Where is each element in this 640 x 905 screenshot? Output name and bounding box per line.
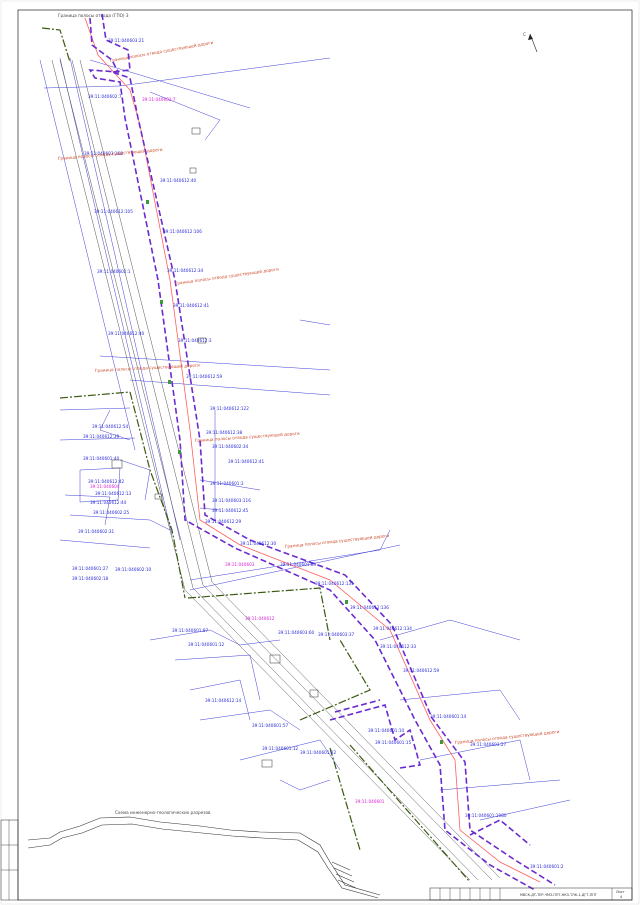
parcel-label: 39:11:040612:13: [95, 491, 132, 496]
quarter-label: 39:11:040602:7: [142, 97, 176, 102]
parcel-label: 39:11:040612:39: [83, 434, 120, 439]
quarter-label: 39:11:040604: [90, 484, 120, 489]
parcel-label: 39:11:040612:34: [167, 268, 204, 273]
parcel-label: 39:11:040601:3: [210, 481, 244, 486]
header-note: Граница полосы отвода существующей дорог…: [109, 40, 214, 63]
parcel-label: 39:11:040612:122: [210, 406, 249, 411]
parcel-label: 39:11:040601:57: [252, 723, 289, 728]
parcel-label: 39:11:040602:7: [88, 94, 122, 99]
parcel-label: 39:11:040602:31: [78, 529, 115, 534]
parcel-label: 39:11:040602:25: [93, 510, 130, 515]
parcel-label: 39:11:040601:15: [375, 740, 412, 745]
parcel-label: 39:11:040612:3: [178, 338, 212, 343]
title-block: МВСК-ДТ-ТЕР-ЧМЗ-ППТ-НКЗ-ТЛК-1-ДГТ-ППТ Ли…: [429, 887, 633, 901]
parcel-label: 39:11:040612:42: [88, 479, 125, 484]
parcel-label: 39:11:040612:45: [212, 508, 249, 513]
parcel-label: 39:11:040612:38: [206, 430, 243, 435]
parcel-label: 39:11:040603:116: [212, 498, 251, 503]
quarter-label: 39:11:040603: [225, 562, 255, 567]
parcel-label: 39:11:040612:59: [403, 668, 440, 673]
top-header: Граница полосы отвода (ГПО) 3: [58, 13, 129, 18]
quarter-label: 39:11:040612: [245, 616, 275, 621]
parcel-label: 39:11:040601:10: [368, 728, 405, 733]
parcel-label: 39:11:040601:22: [300, 750, 337, 755]
parcel-label: 39:11:040612:105: [94, 209, 133, 214]
parcel-label: 39:11:040612:40: [108, 331, 145, 336]
parcel-label: 39:11:040612:136: [350, 605, 389, 610]
parcel-label: 39:11:040612:40: [160, 178, 197, 183]
boundary-note: Граница полосы отвода существующей дорог…: [95, 362, 200, 373]
road-corridor: [51, 59, 501, 881]
sheet-number: 4: [620, 895, 622, 899]
parcel-label: 39:11:040602:1: [97, 269, 131, 274]
parcel-label: 39:11:040612:135: [315, 581, 354, 586]
parcel-label: 39:11:040601:89: [280, 562, 317, 567]
parcel-label: 39:11:040601:14: [430, 714, 467, 719]
binding-strip: [0, 819, 19, 901]
cadastral-lines: [39, 57, 571, 821]
parcel-label: 39:11:040601:12: [262, 746, 299, 751]
sheet-label: Лист: [616, 890, 625, 894]
parcel-label: 39:11:040612:134: [373, 626, 412, 631]
parcel-label: 39:11:040612:106: [163, 229, 202, 234]
parcel-label: 39:11:040601:12: [188, 642, 225, 647]
parcel-label: 39:11:040603:27: [470, 742, 507, 747]
parcel-label: 39:11:040612:54: [92, 424, 129, 429]
parcel-labels: 39:11:040603:21 39:11:040602:7 39:11:040…: [72, 38, 564, 869]
sheet-frame: [17, 9, 633, 901]
parcel-label: 39:11:040612:41: [228, 459, 265, 464]
profile-title: Схема инженерно-геологических разрезов: [115, 810, 211, 815]
parcel-label: 39:11:040601:2: [530, 864, 564, 869]
parcel-label: 39:11:040602:10: [115, 567, 152, 572]
parcel-label: 39:11:040612:33: [380, 644, 417, 649]
profile-section: Схема инженерно-геологических разрезов: [27, 810, 381, 899]
parcel-label: 39:11:040601:87: [172, 628, 209, 633]
parcel-label: 39:11:040612:59: [186, 374, 223, 379]
parcel-label: 39:11:040612:41: [173, 303, 210, 308]
boundary-notes: Граница полосы отвода существующей дорог…: [58, 147, 560, 745]
row-boundary: [88, 13, 556, 891]
quarter-labels: 39:11:040602:7 39:11:040604 39:11:040603…: [90, 97, 385, 804]
sheet-code: МВСК-ДТ-ТЕР-ЧМЗ-ППТ-НКЗ-ТЛК-1-ДГТ-ППТ: [520, 893, 598, 897]
parcel-label: 39:11:040603:21: [108, 38, 145, 43]
parcel-label: 39:11:040603:37: [318, 632, 355, 637]
parcel-label: 39:11:040602:34: [212, 444, 249, 449]
quarter-label: 39:11:040601: [355, 799, 385, 804]
buildings: [111, 127, 319, 768]
parcel-label: 39:11:040602:18: [72, 576, 109, 581]
boundary-note: Граница полосы отвода существующей дорог…: [285, 533, 390, 549]
parcel-label: 39:11:040612:44: [90, 500, 127, 505]
road-axis: [84, 17, 541, 883]
parcel-label: 39:11:040612:30: [240, 541, 277, 546]
green-zone-boundary: [41, 27, 471, 883]
parcel-label: 39:11:040603:168: [84, 151, 123, 156]
parcel-label: 39:11:040601:1080: [465, 813, 507, 818]
picket-markers: [146, 200, 443, 744]
svg-text:С: С: [523, 32, 526, 37]
parcel-label: 39:11:040603:60: [278, 630, 315, 635]
parcel-label: 39:11:040601:27: [72, 566, 109, 571]
parcel-label: 39:11:040601:40: [83, 456, 120, 461]
parcel-label: 39:11:040612:14: [205, 698, 242, 703]
parcel-label: 39:11:040612:29: [205, 519, 242, 524]
north-arrow-icon: С: [523, 32, 538, 53]
